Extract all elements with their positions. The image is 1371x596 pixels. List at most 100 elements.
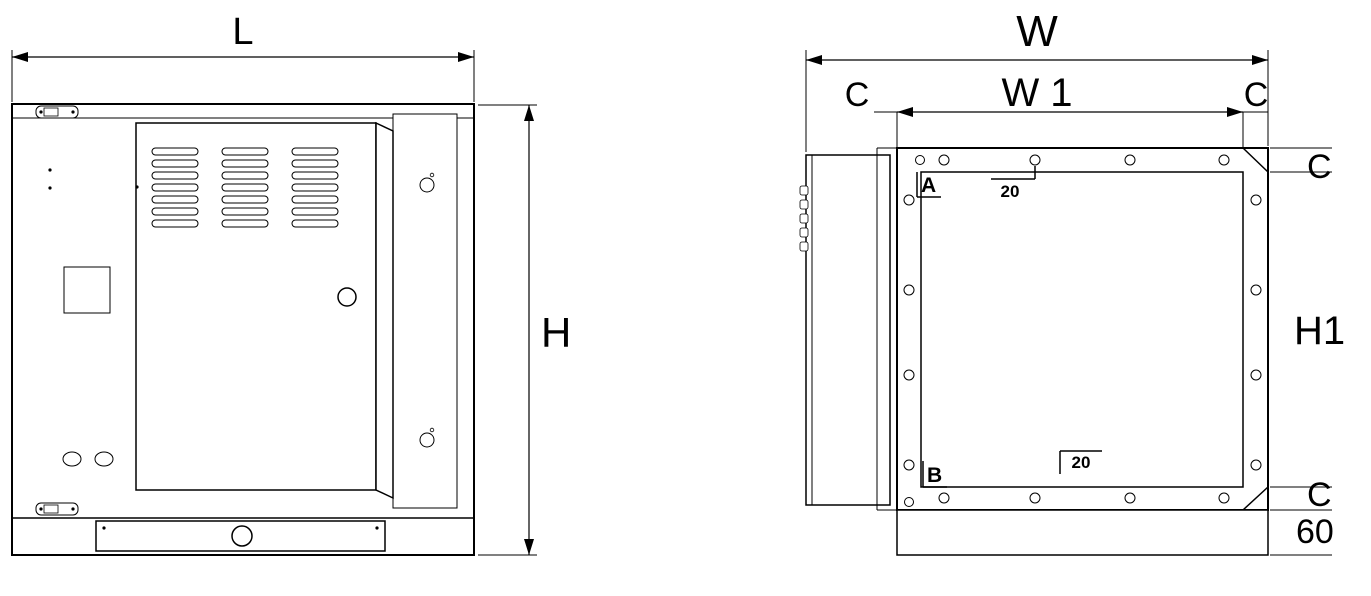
dimension-hole-offset-top: 20 (991, 166, 1036, 201)
dim-label-corner-bottom: C (1307, 476, 1332, 514)
dim-label-corner-right: C (1244, 76, 1269, 114)
hinge-top (35, 105, 79, 119)
louver-slat (291, 207, 339, 216)
arrowhead-right (1227, 107, 1243, 117)
dim-label-inner-height: H1 (1294, 309, 1345, 353)
hinge-knuckle (799, 241, 809, 252)
bolt-hole (1124, 154, 1136, 166)
hinge-detail (43, 504, 59, 514)
louver-slat (221, 183, 269, 192)
louver-slat (291, 219, 339, 228)
hinge-knuckle (799, 185, 809, 196)
arrowhead-left (12, 52, 28, 62)
arrowhead-down (524, 539, 534, 555)
dim-label-length: L (232, 11, 253, 53)
hinge-knuckle (799, 227, 809, 238)
lock-circle (419, 432, 435, 448)
door-edge-return (375, 121, 394, 500)
corner-gusset-top-right (1242, 147, 1269, 173)
hinge-bottom (35, 502, 79, 516)
louver-vent-grid (151, 147, 339, 228)
bolt-hole (903, 194, 915, 206)
bolt-hole (1218, 154, 1230, 166)
louver-slat (291, 183, 339, 192)
callout-label-a: A (921, 174, 936, 197)
hinge-pin (71, 507, 75, 511)
dimension-width: W (805, 7, 1269, 152)
bolt-hole (1250, 194, 1262, 206)
dim-label-height: H (541, 309, 571, 356)
dim-label-20-top: 20 (1001, 182, 1020, 201)
arrowhead-up (524, 105, 534, 121)
arrowhead-left (806, 55, 822, 65)
flange-inner (920, 171, 1244, 488)
louver-slat (291, 195, 339, 204)
bolt-hole-a (915, 155, 925, 165)
arrowhead-left (897, 107, 913, 117)
lock-circle (419, 177, 435, 193)
louver-slat (221, 171, 269, 180)
bolt-hole (1029, 154, 1041, 166)
hinge-pin (71, 110, 75, 114)
louver-slat (221, 159, 269, 168)
corner-gusset-bottom-right (1242, 486, 1269, 511)
bolt-hole (1029, 492, 1041, 504)
louver-slat (151, 219, 199, 228)
side-view: L H (11, 11, 571, 556)
hinge-knuckle (799, 213, 809, 224)
lock-pin (429, 172, 435, 178)
lock-pin (429, 427, 435, 433)
louver-slat (221, 219, 269, 228)
bolt-hole (1218, 492, 1230, 504)
bolt-hole (903, 369, 915, 381)
cabinet-side-projection (799, 147, 897, 511)
dimension-right-stack: C H1 C 60 (1270, 147, 1345, 556)
screw-dot (102, 526, 106, 530)
bolt-hole (903, 459, 915, 471)
bolt-hole (938, 492, 950, 504)
louver-slat (221, 195, 269, 204)
rear-view: W C W 1 C (799, 7, 1345, 556)
screw-dot (48, 186, 52, 190)
right-side-panel (392, 113, 458, 509)
louver-slat (151, 171, 199, 180)
dimension-hole-offset-bottom: 20 (1059, 450, 1102, 474)
louver-slat (151, 159, 199, 168)
callout-b: B (922, 461, 947, 488)
louver-slat (151, 195, 199, 204)
louver-slat (151, 147, 199, 156)
dim-label-20-bottom: 20 (1072, 453, 1091, 472)
bolt-hole (938, 154, 950, 166)
side-projection-body (805, 154, 891, 506)
louver-slat (221, 207, 269, 216)
cable-grommet (94, 451, 114, 467)
louver-slat (151, 183, 199, 192)
callout-a: A (916, 172, 941, 198)
dimension-width-inner: C W 1 C (845, 71, 1269, 147)
cable-grommet (62, 451, 82, 467)
dim-label-corner-left: C (845, 76, 870, 114)
dim-label-corner-top: C (1307, 148, 1332, 186)
louver-slat (291, 159, 339, 168)
door-handle (337, 287, 357, 307)
screw-dot (375, 526, 379, 530)
callout-label-b: B (927, 464, 942, 487)
bolt-hole (1250, 459, 1262, 471)
bottom-strip (95, 520, 386, 552)
screw-dot (48, 168, 52, 172)
lock-top (419, 172, 435, 193)
drain-hole (231, 525, 253, 547)
dimension-height: H (478, 104, 571, 556)
bolt-hole (1250, 369, 1262, 381)
dim-label-base-height: 60 (1296, 513, 1334, 551)
lock-bottom (419, 427, 435, 448)
dim-label-width-inner: W 1 (1001, 71, 1072, 115)
base-band (896, 509, 1269, 556)
bolt-hole (903, 284, 915, 296)
access-plate (63, 266, 111, 314)
duct-flange-frame (896, 147, 1269, 511)
arrowhead-right (1252, 55, 1268, 65)
hinge-knuckle (799, 199, 809, 210)
